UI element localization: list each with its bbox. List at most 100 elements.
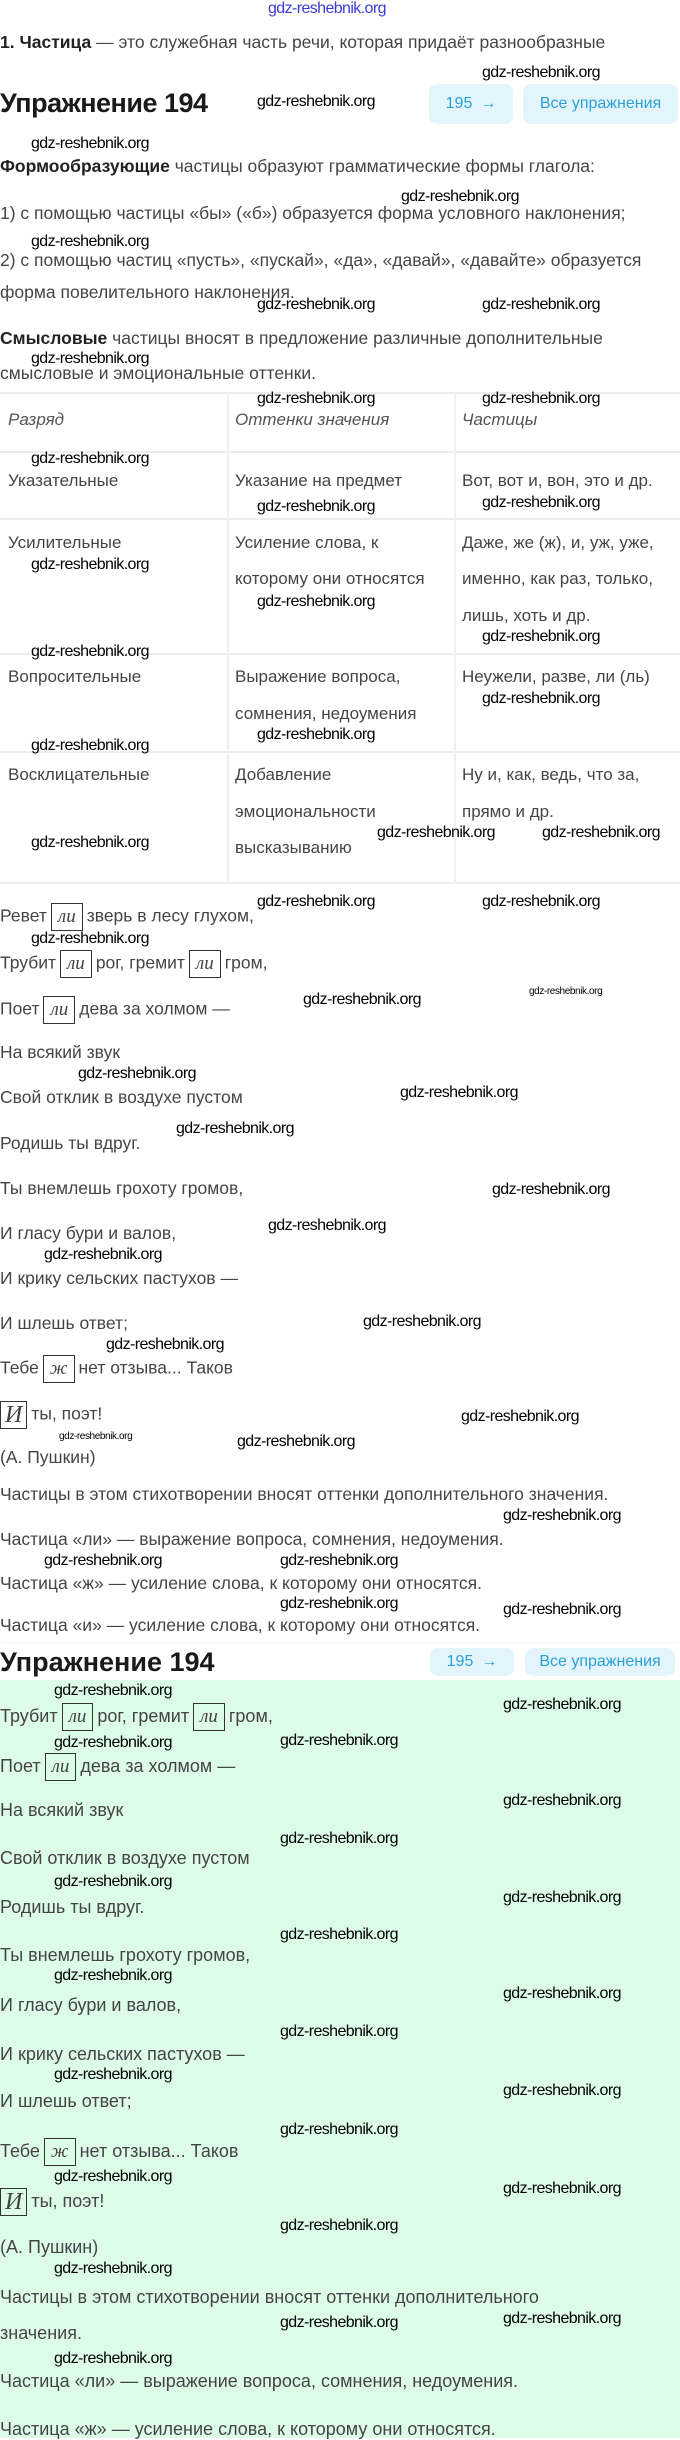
watermark: gdz-reshebnik.org [280, 1732, 398, 1749]
particle-box: ли [50, 903, 83, 931]
next-exercise-label: 195 [445, 95, 473, 112]
table-divider [0, 518, 680, 520]
line-text: Свой отклик в воздухе пустом [0, 1848, 250, 1868]
table-divider [0, 451, 680, 453]
theory-item-2: 2) с помощью частиц «пусть», «пускай», «… [0, 250, 642, 270]
theory-form: Формообразующие частицы образуют граммат… [0, 155, 595, 177]
line-text: рог, гремит [97, 1705, 190, 1726]
watermark: gdz-reshebnik.org [59, 1431, 133, 1442]
particles-table: Разряд Оттенки значения Частицы Указател… [0, 392, 680, 884]
line-text: ты, поэт! [31, 2190, 105, 2211]
poem-line: И гласу бури и валов, [0, 1222, 176, 1244]
table-cell-type: Восклицательные [8, 765, 150, 784]
table-divider [0, 751, 680, 753]
line-text: значения. [0, 2323, 82, 2343]
line-text: Трубит [0, 952, 57, 973]
watermark: gdz-reshebnik.org [503, 2082, 621, 2099]
watermark: gdz-reshebnik.org [257, 390, 375, 407]
arrow-right-icon: → [481, 1653, 498, 1670]
watermark: gdz-reshebnik.org [503, 1696, 621, 1713]
table-cell-meaning: эмоциональности [235, 802, 376, 821]
next-exercise-button[interactable]: 195 → [429, 84, 513, 124]
line-text: дева за холмом — [80, 1755, 236, 1776]
table-cell-type: Усилительные [8, 533, 122, 552]
watermark: gdz-reshebnik.org [31, 643, 149, 660]
watermark: gdz-reshebnik.org [503, 1601, 621, 1618]
watermark: gdz-reshebnik.org [78, 1065, 196, 1082]
sticky-page-title: Упражнение 194 [0, 1647, 215, 1677]
page-title: Упражнение 194 [0, 88, 208, 118]
table-cell-meaning: Указание на предмет [235, 471, 403, 490]
particle-box: И [0, 2188, 28, 2216]
arrow-right-icon: → [480, 95, 497, 112]
table-cell-particles: лишь, хоть и др. [462, 606, 591, 625]
line-text: И шлешь ответ; [0, 1313, 128, 1333]
sticky-all-exercises-button[interactable]: Все упражнения [525, 1648, 675, 1676]
table-cell-particles: Неужели, разве, ли (ль) [462, 667, 650, 686]
table-divider [0, 882, 680, 884]
watermark: gdz-reshebnik.org [482, 628, 600, 645]
table-cell-type: Вопросительные [8, 667, 142, 686]
watermark: gdz-reshebnik.org [492, 1181, 610, 1198]
watermark: gdz-reshebnik.org [31, 737, 149, 754]
watermark: gdz-reshebnik.org [280, 2314, 398, 2331]
watermark: gdz-reshebnik.org [54, 1967, 172, 1984]
particle-box: ли [188, 950, 221, 978]
watermark: gdz-reshebnik.org [54, 2168, 172, 2185]
poem-line: На всякий звук [0, 1041, 120, 1063]
table-cell-meaning: которому они относятся [235, 569, 425, 588]
watermark: gdz-reshebnik.org [377, 824, 495, 841]
watermark: gdz-reshebnik.org [257, 893, 375, 910]
table-cell-particles: прямо и др. [462, 802, 554, 821]
line-text: зверь в лесу глухом, [86, 905, 254, 926]
line-text: Частица «ли» — выражение вопроса, сомнен… [0, 2371, 519, 2391]
poem-line: значения. [0, 2322, 82, 2344]
table-cell-particles: Даже, же (ж), и, уж, уже, [462, 533, 654, 552]
watermark: gdz-reshebnik.org [44, 1246, 162, 1263]
line-text: (А. Пушкин) [0, 1447, 96, 1467]
line-text: Ты внемлешь грохоту громов, [0, 1945, 251, 1965]
site-watermark-top[interactable]: gdz-reshebnik.org [268, 0, 386, 17]
watermark: gdz-reshebnik.org [257, 726, 375, 743]
watermark: gdz-reshebnik.org [31, 350, 149, 367]
line-text: нет отзыва... Таков [78, 1357, 233, 1378]
line-text: Тебе [0, 1357, 39, 1378]
table-col-divider [454, 392, 456, 884]
table-cell-meaning: сомнения, недоумения [235, 704, 417, 723]
table-header-type: Разряд [8, 410, 65, 429]
particle-box: ли [43, 996, 76, 1024]
watermark: gdz-reshebnik.org [257, 498, 375, 515]
watermark: gdz-reshebnik.org [280, 1552, 398, 1569]
watermark: gdz-reshebnik.org [31, 930, 149, 947]
poem-line: Частица «и» — усиление слова, к которому… [0, 1614, 480, 1636]
line-text: Свой отклик в воздухе пустом [0, 1087, 243, 1107]
sticky-next-exercise-button[interactable]: 195 → [430, 1648, 514, 1676]
all-exercises-button[interactable]: Все упражнения [523, 84, 678, 124]
watermark: gdz-reshebnik.org [503, 2180, 621, 2197]
watermark: gdz-reshebnik.org [482, 64, 600, 81]
table-cell-particles: именно, как раз, только, [462, 569, 653, 588]
table-cell-type: Указательные [8, 471, 119, 490]
particle-box: И [0, 1401, 28, 1429]
sticky-all-label: Все упражнения [539, 1653, 661, 1670]
poem-line: (А. Пушкин) [0, 1446, 96, 1468]
line-text: На всякий звук [0, 1042, 120, 1062]
poem-line: И шлешь ответ; [0, 1312, 128, 1334]
watermark: gdz-reshebnik.org [31, 450, 149, 467]
sticky-next-label: 195 [446, 1653, 474, 1670]
line-text: Частицы в этом стихотворении вносят отте… [0, 2287, 539, 2307]
line-text: Тебе [0, 2140, 40, 2161]
theory-semantic-cont: смысловые и эмоциональные оттенки. [0, 363, 317, 383]
watermark: gdz-reshebnik.org [303, 991, 421, 1008]
line-text: Ты внемлешь грохоту громов, [0, 1178, 244, 1198]
theory-semantic: Смысловые частицы вносят в предложение р… [0, 327, 603, 349]
poem-line: Частицы в этом стихотворении вносят отте… [0, 1483, 608, 1505]
watermark: gdz-reshebnik.org [401, 188, 519, 205]
watermark: gdz-reshebnik.org [257, 93, 375, 110]
watermark: gdz-reshebnik.org [268, 1217, 386, 1234]
particle-box: ли [44, 1753, 77, 1781]
particle-box: ли [60, 950, 92, 978]
line-text: дева за холмом — [79, 998, 230, 1019]
